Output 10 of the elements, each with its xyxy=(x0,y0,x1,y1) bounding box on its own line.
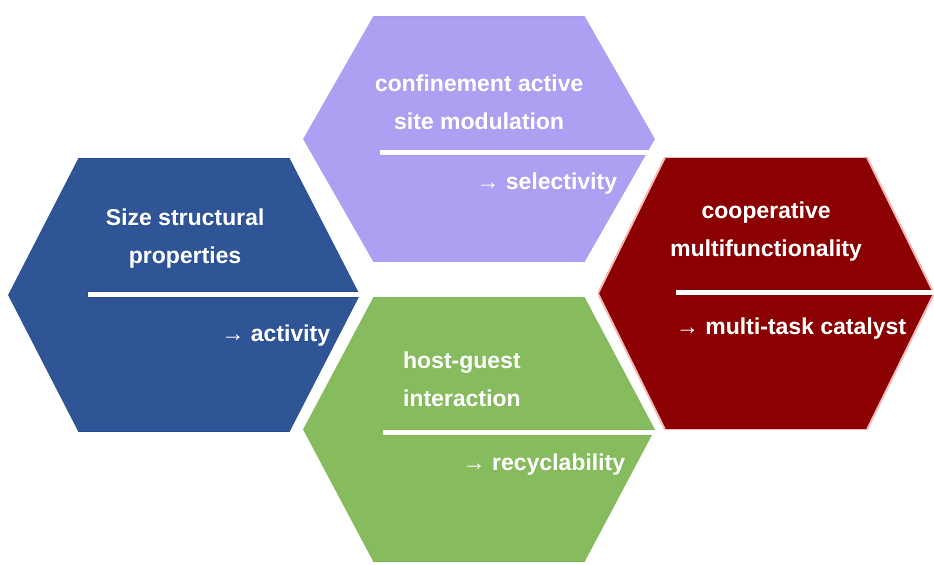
tile-heading: host-guest interaction xyxy=(403,346,522,413)
hexagon-tile xyxy=(8,158,360,432)
tile-outcome: → selectivity xyxy=(476,167,617,196)
tile-outcome: → multi-task catalyst xyxy=(676,312,906,341)
tile-heading: confinement active site modulation xyxy=(374,69,584,136)
tile-heading: Size structural properties xyxy=(104,203,266,270)
tile-heading: cooperative multifunctionality xyxy=(669,196,863,263)
hexagon-tile xyxy=(303,16,655,262)
tile-outcome: → recyclability xyxy=(462,448,625,477)
tile-outcome: → activity xyxy=(221,319,330,348)
